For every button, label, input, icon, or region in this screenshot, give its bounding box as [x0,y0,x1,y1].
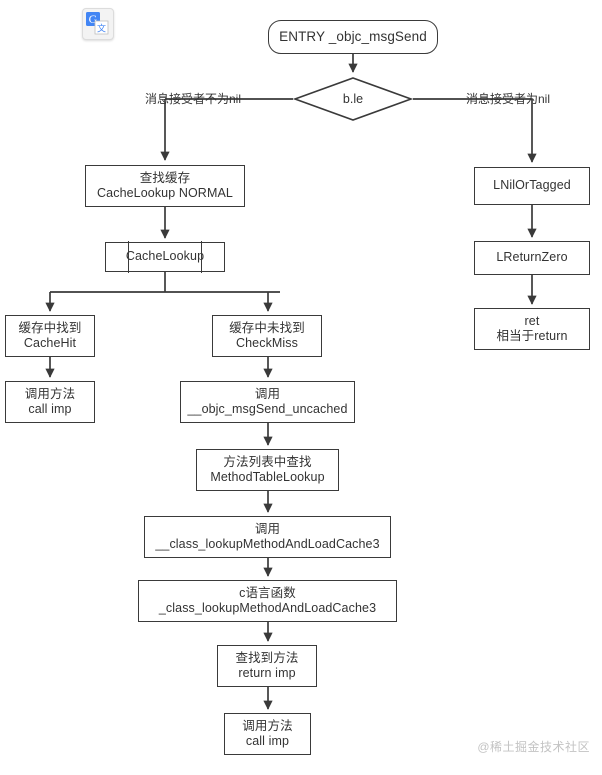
node-entry-line1: ENTRY _objc_msgSend [279,28,427,44]
node-checkmiss-line1: 缓存中未找到 [229,320,305,335]
node-lnilortagged[interactable]: LNilOrTagged [474,167,590,205]
node-return-imp[interactable]: 查找到方法 return imp [217,645,317,687]
watermark: @稀土掘金技术社区 [477,740,590,754]
node-cachelookup-normal[interactable]: 查找缓存 CacheLookup NORMAL [85,165,245,207]
node-c-class-lookup-line2: _class_lookupMethodAndLoadCache3 [158,601,377,615]
node-methodtablelookup[interactable]: 方法列表中查找 MethodTableLookup [196,449,339,491]
node-ret-line2: 相当于return [496,329,568,343]
node-cachelookup-normal-line2: CacheLookup NORMAL [97,186,233,200]
diamond-shape [292,77,414,121]
node-entry[interactable]: ENTRY _objc_msgSend [268,20,438,54]
node-decision-ble-label: b.le [342,92,364,106]
svg-text:G: G [89,12,98,26]
node-ret[interactable]: ret 相当于return [474,308,590,350]
node-c-class-lookup-line1: c语言函数 [239,585,296,600]
node-call-class-lookup-line2: __class_lookupMethodAndLoadCache3 [155,537,380,551]
node-msgsend-uncached-line2: __objc_msgSend_uncached [187,402,348,416]
node-call-class-lookup[interactable]: 调用 __class_lookupMethodAndLoadCache3 [144,516,391,558]
node-cachelookup-label: CacheLookup [125,249,205,264]
node-callimp-bottom[interactable]: 调用方法 call imp [224,713,311,755]
node-ret-line1: ret [524,313,540,328]
node-cachehit-line1: 缓存中找到 [18,320,82,335]
node-callimp-left[interactable]: 调用方法 call imp [5,381,95,423]
node-cachehit-line2: CacheHit [23,336,77,350]
node-cachelookup[interactable]: CacheLookup [105,241,225,273]
node-cachehit[interactable]: 缓存中找到 CacheHit [5,315,95,357]
node-lnilortagged-label: LNilOrTagged [493,178,571,193]
node-callimp-left-line1: 调用方法 [24,386,76,401]
node-lreturnzero-label: LReturnZero [496,250,568,265]
google-translate-glyph: G 文 [86,12,109,35]
svg-text:文: 文 [97,23,106,35]
node-return-imp-line2: return imp [238,666,296,680]
node-call-class-lookup-line1: 调用 [254,521,281,536]
node-checkmiss-line2: CheckMiss [235,336,299,350]
node-callimp-bottom-line2: call imp [245,734,290,748]
node-callimp-bottom-line1: 调用方法 [242,718,293,733]
node-methodtablelookup-line1: 方法列表中查找 [223,454,312,469]
node-c-class-lookup[interactable]: c语言函数 _class_lookupMethodAndLoadCache3 [138,580,397,622]
edge-label-receiver-nil: 消息接受者为nil [466,92,551,106]
google-translate-icon[interactable]: G 文 [82,8,114,40]
edge-label-receiver-not-nil: 消息接受者不为nil [145,92,242,106]
node-msgsend-uncached[interactable]: 调用 __objc_msgSend_uncached [180,381,355,423]
node-decision-ble[interactable]: b.le [292,76,414,122]
node-cachelookup-normal-line1: 查找缓存 [139,170,191,185]
node-methodtablelookup-line2: MethodTableLookup [210,470,325,484]
node-checkmiss[interactable]: 缓存中未找到 CheckMiss [212,315,322,357]
node-callimp-left-line2: call imp [28,402,72,416]
node-return-imp-line1: 查找到方法 [235,650,299,665]
node-msgsend-uncached-line1: 调用 [254,386,281,401]
node-lreturnzero[interactable]: LReturnZero [474,241,590,275]
